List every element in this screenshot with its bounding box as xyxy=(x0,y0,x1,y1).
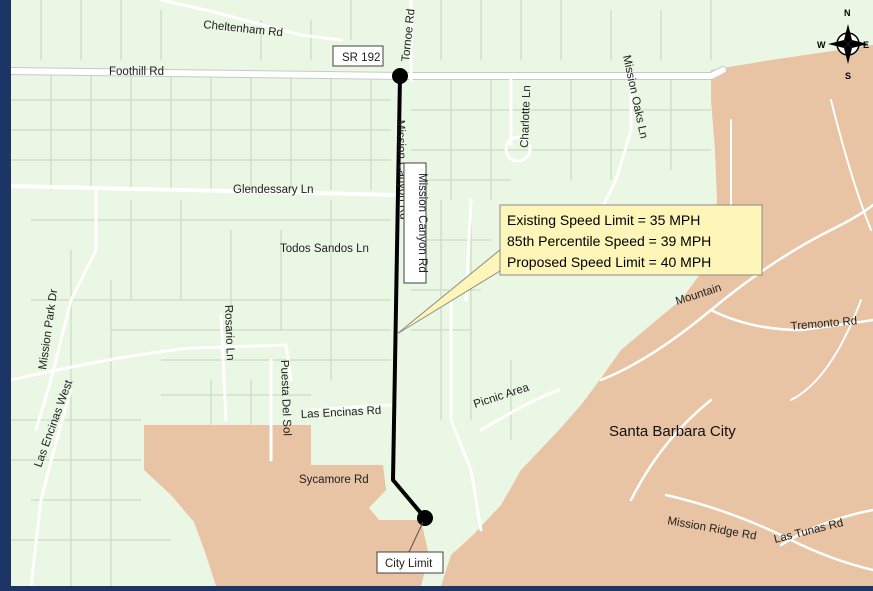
label-tornoe: Tornoe Rd xyxy=(400,8,417,62)
compass-s: S xyxy=(845,71,851,81)
label-mission-canyon-box: Mission Canyon Rd xyxy=(416,173,428,273)
label-sr192: SR 192 xyxy=(342,52,380,64)
label-charlotte: Charlotte Ln xyxy=(519,85,533,148)
label-foothill: Foothill Rd xyxy=(109,66,164,78)
map-canvas: Cheltenham Rd Foothill Rd Tornoe Rd Char… xyxy=(7,0,873,588)
compass-w: W xyxy=(817,40,826,50)
callout-proposed-speed: Proposed Speed Limit = 40 MPH xyxy=(507,254,711,270)
compass-n: N xyxy=(844,8,851,18)
callout-85th-percentile: 85th Percentile Speed = 39 MPH xyxy=(507,233,711,249)
label-city-limit: City Limit xyxy=(385,558,433,570)
label-santa-barbara-city: Santa Barbara City xyxy=(609,423,736,440)
label-rosario: Rosario Ln xyxy=(222,305,236,361)
compass-e: E xyxy=(863,40,869,50)
parcel-lines xyxy=(11,0,712,586)
city-streets xyxy=(599,99,873,572)
mission-canyon-label-box xyxy=(403,162,427,284)
city-land-south xyxy=(144,425,429,586)
route-end-marker[interactable] xyxy=(417,510,433,526)
city-limit-label-box xyxy=(376,551,444,574)
speed-callout xyxy=(499,204,763,276)
label-las-encinas: Las Encinas Rd xyxy=(301,405,382,421)
label-todos-santos: Todos Sandos Ln xyxy=(280,243,369,255)
label-sycamore: Sycamore Rd xyxy=(299,474,369,486)
label-glendesary: Glendessary Ln xyxy=(233,184,314,196)
label-tremonto: Tremonto Rd xyxy=(790,315,857,333)
city-land-east xyxy=(441,45,873,586)
route-start-marker[interactable] xyxy=(392,68,408,84)
compass-rose-icon: N S W E xyxy=(817,8,869,81)
callout-existing-speed: Existing Speed Limit = 35 MPH xyxy=(507,212,700,228)
major-roads xyxy=(7,0,727,588)
city-limit-leader xyxy=(408,521,424,553)
route-line xyxy=(391,75,427,520)
sr192-label-box xyxy=(332,45,384,67)
label-puesta-del-sol: Puesta Del Sol xyxy=(278,360,293,436)
street-map: Cheltenham Rd Foothill Rd Tornoe Rd Char… xyxy=(7,0,873,588)
